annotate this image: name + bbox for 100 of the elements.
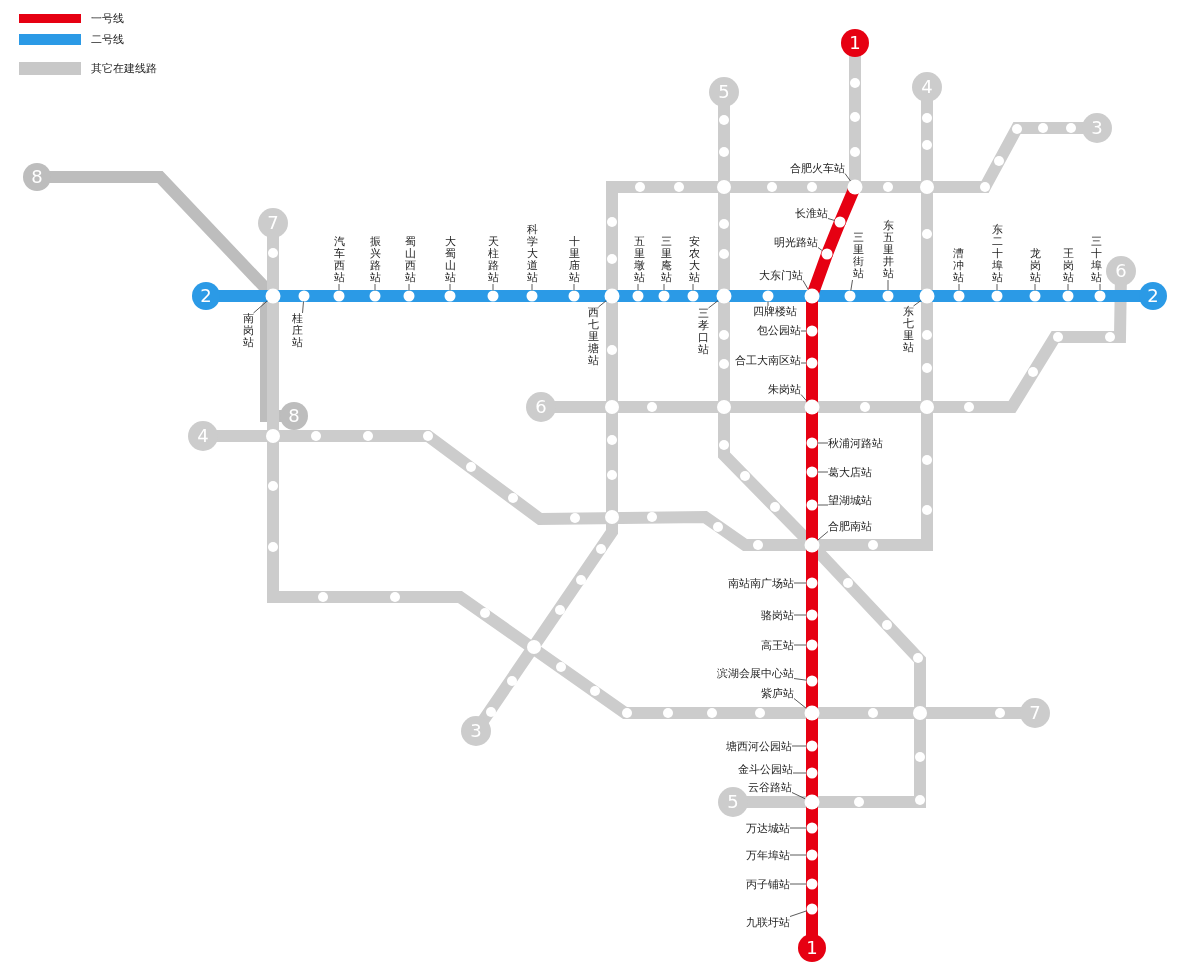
station-name: 三十埠站 [1090,236,1102,284]
station-dot-icon [953,290,965,302]
station-dot-icon [804,705,820,721]
route-line [808,253,832,295]
leader-line [1067,283,1069,291]
line-number-badge: 1 [841,29,869,57]
leader-line [531,283,533,291]
station-dot-icon [604,288,620,304]
station-name: 南站南广场站 [728,577,794,589]
station-dot-icon [716,288,732,304]
station-name: 万年埠站 [746,849,790,861]
route-line [806,644,818,682]
route-line [836,187,858,223]
station-name: 五里墩站 [633,236,645,284]
station-dot-icon [804,288,820,304]
station-dot-icon [487,290,499,302]
station-dot-icon [444,290,456,302]
station-name: 大东门站 [759,269,803,281]
station-name: 骆岗站 [761,609,794,621]
station-dot-icon [834,216,846,228]
leader-line [817,504,829,506]
route-line [958,290,998,302]
leader-line [1099,283,1101,291]
line-number-badge: 8 [280,402,308,430]
station-dot-icon [991,290,1003,302]
route-line [806,471,818,506]
station-dot-icon [369,290,381,302]
station-dot-icon [806,609,818,621]
line-number-badge: 2 [192,282,220,310]
station-dot-icon [806,499,818,511]
station-name: 桂庄站 [291,313,303,349]
leader-line [791,745,807,747]
route-line [806,883,818,910]
leader-line [850,279,853,292]
station-name: 云谷路站 [748,781,792,793]
station-name: 漕冲站 [952,248,964,284]
station-name: 明光路站 [774,236,818,248]
station-dot-icon [298,290,310,302]
route-line [637,290,665,302]
station-name: 天柱路站 [487,236,499,284]
station-name: 南岗站 [242,313,254,349]
station-name: 紫庐站 [761,687,794,699]
station-dot-icon [806,675,818,687]
station-name: 东五里井站 [882,220,894,280]
station-name: 三里庵站 [660,236,672,284]
route-line [663,290,694,302]
station-name: 东二十埠站 [991,224,1003,284]
station-dot-icon [687,290,699,302]
station-dot-icon [847,179,863,195]
station-name: 汽车西站 [333,236,345,284]
leader-line [598,300,607,308]
leader-line [789,854,807,856]
leader-line [793,678,808,681]
route-line [806,745,818,774]
station-name: 合肥火车站 [790,162,845,174]
route-line [996,290,1036,302]
station-name: 丙子铺站 [746,878,790,890]
route-line [449,290,494,302]
route-line [823,221,844,255]
leader-line [800,362,807,364]
leader-line [253,300,268,314]
station-name: 合工大南区站 [735,354,801,366]
station-dot-icon [1062,290,1074,302]
line-number-badge: 8 [23,163,51,191]
station-dot-icon [806,437,818,449]
leader-line [449,283,451,291]
leader-line [793,698,807,709]
route-line [408,290,451,302]
station-dot-icon [804,399,820,415]
station-dot-icon [806,878,818,890]
station-name: 东七里站 [902,306,914,354]
legend-label: 一号线 [91,13,124,24]
leader-line [791,792,806,800]
leader-line [793,644,807,646]
station-name: 大蜀山站 [444,236,456,284]
line-number-badge: 2 [1139,282,1167,310]
station-dot-icon [526,290,538,302]
leader-line [789,910,808,917]
leader-line [817,247,823,252]
route-line [806,442,818,473]
route-line [374,290,410,302]
route-line [1067,290,1101,302]
route-line [338,290,376,302]
station-dot-icon [333,290,345,302]
station-dot-icon [265,288,281,304]
station-dot-icon [821,248,833,260]
leader-line [913,300,922,307]
leader-line [817,531,829,541]
station-dot-icon [806,325,818,337]
station-name: 望湖城站 [828,494,872,506]
leader-line [800,394,808,402]
station-name: 九联圩站 [746,916,790,928]
route-line [806,582,818,616]
leader-line [573,283,575,291]
leader-line [844,173,851,182]
route-line [806,614,818,646]
leader-line [708,300,719,309]
station-name: 蜀山西站 [404,236,416,284]
station-dot-icon [1029,290,1041,302]
leader-line [793,614,807,616]
